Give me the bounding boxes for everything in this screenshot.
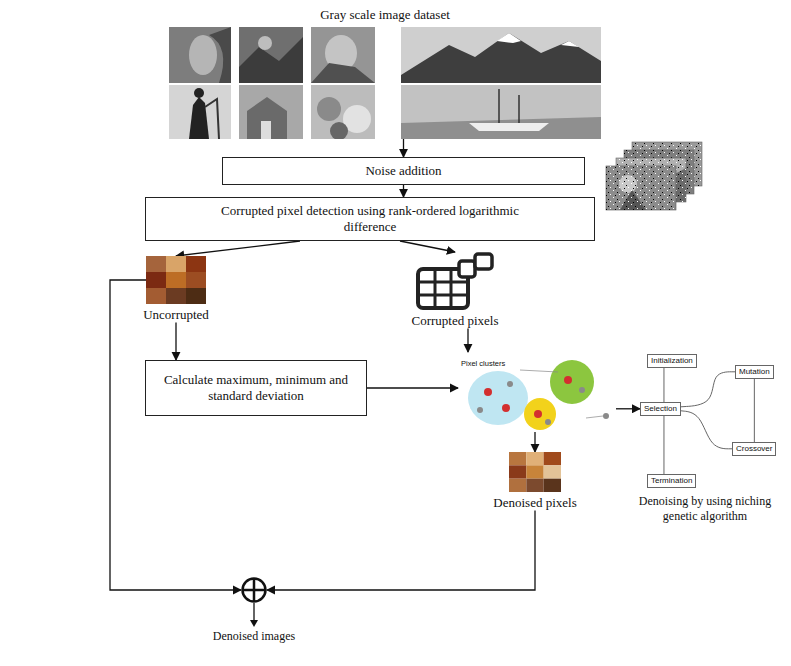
flow-arrow [403,139,404,157]
node-text: Initialization [651,356,693,366]
pixel-grid [146,256,206,304]
process-box: Corrupted pixel detection using rank-ord… [145,197,595,241]
pixel-block: Denoised pixels [487,452,583,511]
ga-step-box: Termination [647,474,696,488]
pixel-icon: Corrupted pixels [400,252,510,329]
dataset-images [169,27,601,139]
node-text: Corrupted pixel detection using rank-ord… [205,203,535,234]
sum-symbol [241,577,267,603]
flow-arrow [403,185,404,197]
node-text: Calculate maximum, minimum and standard … [154,372,358,403]
figure-label: Denoising by using niching genetic algor… [622,494,788,524]
node-text: Uncorrupted [143,307,209,323]
process-box: Calculate maximum, minimum and standard … [145,360,367,416]
flow-line [681,411,732,449]
node-text: Selection [644,404,677,414]
node-text: Denoised images [201,629,307,644]
flow-line [754,379,755,442]
flow-line [663,416,664,474]
cluster-figure: Pixel clusters [458,352,616,432]
flow-arrow [534,432,535,452]
flow-line [663,368,664,402]
node-text: Denoised pixels [493,495,576,511]
sum-node: Denoised images [241,577,267,603]
flow-arrow [467,329,468,352]
image-dataset: Gray scale image dataset [165,4,605,139]
node-text: Gray scale image dataset [320,7,450,23]
node-text: Mutation [739,367,770,377]
ga-step-box: Crossover [732,442,776,456]
flow-arrow [616,408,640,409]
node-text: Termination [651,476,692,486]
ga-step-box: Selection [640,402,681,416]
flow-arrow [176,241,300,256]
corrupted-grid-icon [415,252,495,310]
flow-arrow [367,387,458,388]
ga-step-box: Mutation [735,365,774,379]
node-text: Corrupted pixels [411,313,498,329]
noisy-image-stack [606,142,702,210]
process-box: Noise addition [222,157,585,185]
pixel-block: Uncorrupted [140,256,212,323]
pixel-grid [509,452,561,492]
flow-arrow [110,280,241,590]
flow-arrow [267,511,535,590]
flow-arrow [175,323,176,360]
node-text: Pixel clusters [458,358,508,369]
node-text: Noise addition [365,163,441,179]
flow-line [681,372,735,407]
ga-step-box: Initialization [647,354,697,368]
flow-arrow [400,241,455,252]
output-arrow [241,603,267,629]
node-text: Crossover [736,444,772,454]
